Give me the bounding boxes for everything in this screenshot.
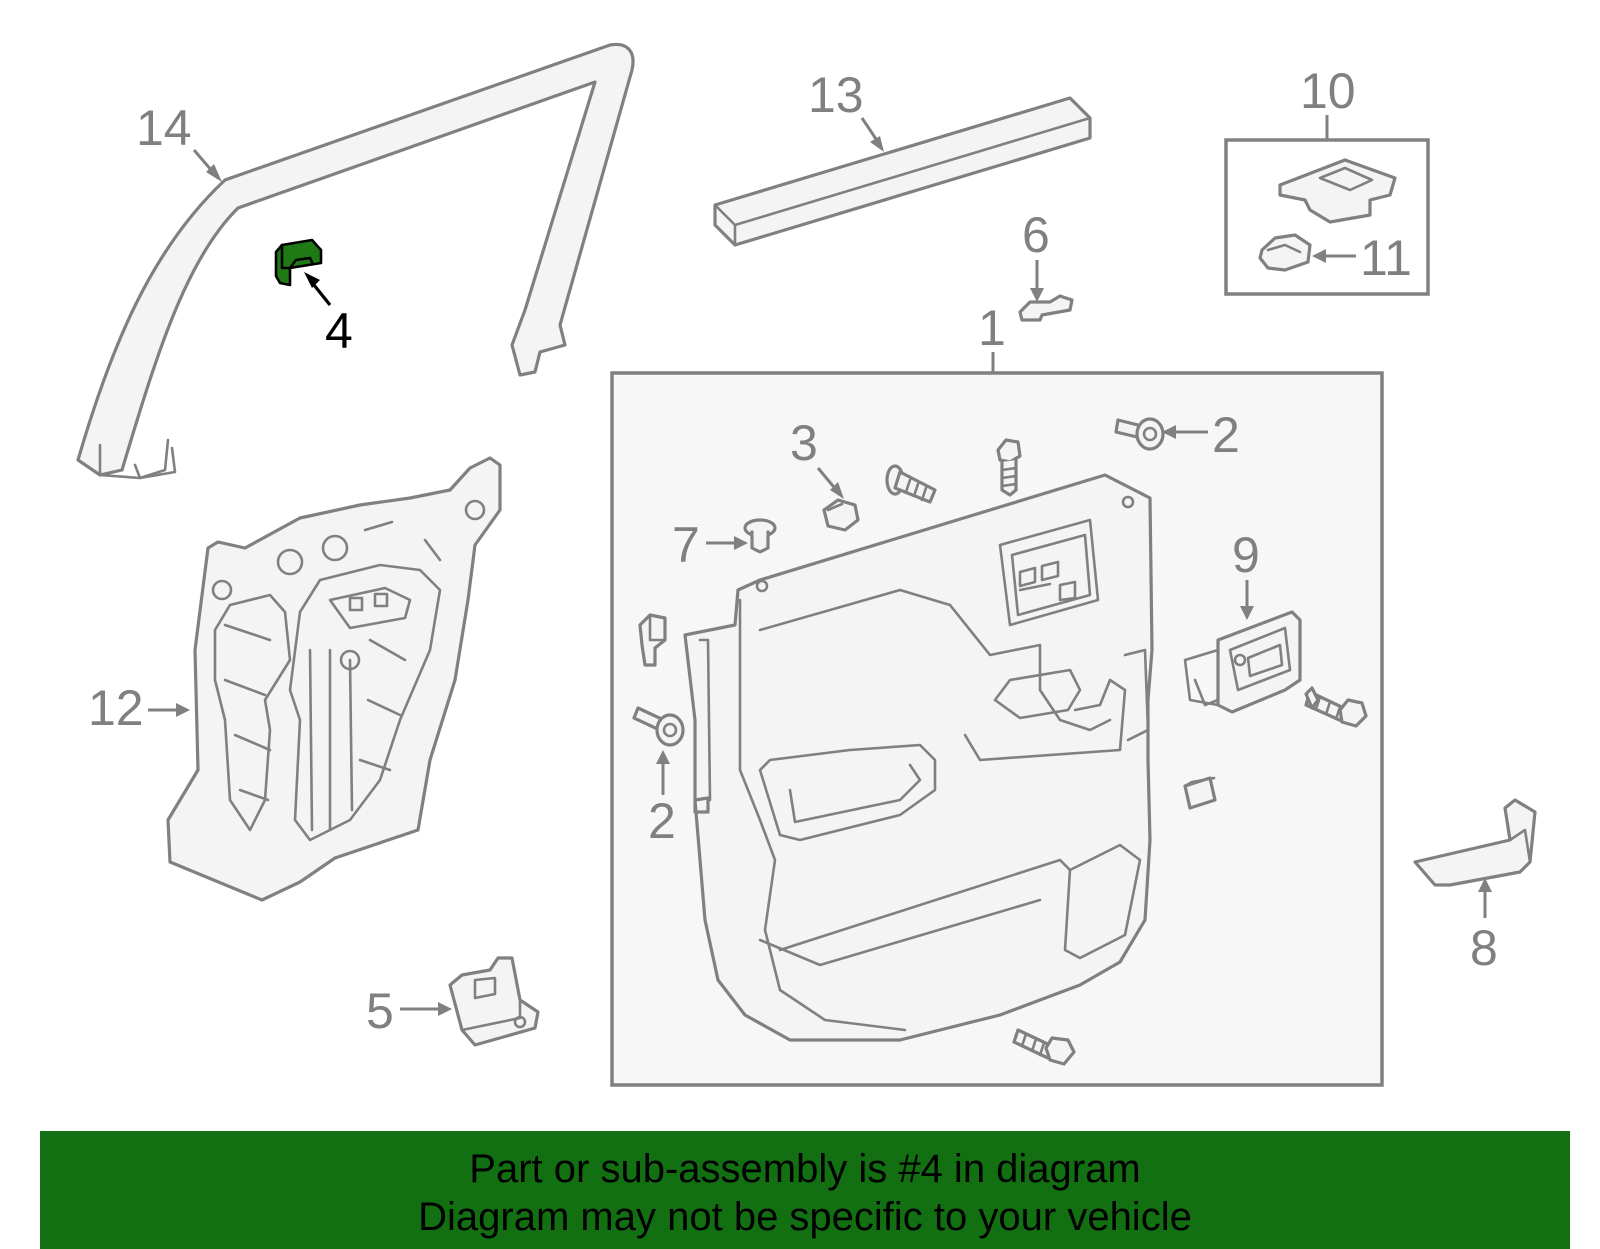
part-12-door-inner-panel[interactable] — [166, 456, 502, 902]
part-7-push-clip[interactable] — [743, 518, 777, 554]
callout-14: 14 — [136, 100, 222, 182]
callout-label-11: 11 — [1360, 230, 1412, 286]
callout-label-14: 14 — [136, 100, 192, 156]
part-2-screw-top[interactable] — [1114, 417, 1165, 451]
door-trim-panel[interactable] — [683, 473, 1154, 1042]
part-4-clip-highlighted[interactable] — [274, 238, 323, 287]
callout-6: 6 — [1022, 207, 1050, 302]
part-8-trim-strip[interactable] — [1413, 798, 1537, 887]
callout-1: 1 — [978, 300, 1006, 373]
callout-label-2b: 2 — [648, 793, 676, 849]
banner-line-2: Diagram may not be specific to your vehi… — [418, 1195, 1192, 1239]
callout-10: 10 — [1300, 63, 1356, 140]
callout-3: 3 — [790, 415, 844, 499]
part-9-inside-handle[interactable] — [1183, 610, 1302, 714]
bolt-top[interactable] — [996, 438, 1022, 497]
callout-11: 11 — [1312, 230, 1412, 286]
callout-label-12: 12 — [88, 680, 144, 736]
callout-label-10: 10 — [1300, 63, 1356, 119]
callout-4: 4 — [304, 272, 353, 359]
callout-label-7: 7 — [672, 517, 700, 573]
part-5-bracket[interactable] — [448, 956, 540, 1047]
bolt-bottom[interactable] — [1012, 1028, 1076, 1066]
callout-label-9: 9 — [1232, 527, 1260, 583]
callout-label-3: 3 — [790, 415, 818, 471]
callout-label-6: 6 — [1022, 207, 1050, 263]
part-3-nut[interactable] — [822, 498, 860, 532]
callout-label-8: 8 — [1470, 920, 1498, 976]
callout-2-left: 2 — [648, 750, 676, 849]
callout-7: 7 — [672, 517, 748, 573]
callout-label-4: 4 — [325, 303, 353, 359]
callout-2-top: 2 — [1162, 407, 1240, 463]
trim-clip-right[interactable] — [1183, 776, 1217, 810]
callout-label-2a: 2 — [1212, 407, 1240, 463]
part-6-clip[interactable] — [1018, 294, 1074, 322]
callout-12: 12 — [88, 680, 190, 736]
part-14-window-molding[interactable] — [76, 42, 635, 480]
part-13-weatherstrip[interactable] — [713, 96, 1092, 247]
box-10-switch-assembly[interactable] — [1224, 138, 1430, 296]
callout-5: 5 — [366, 983, 452, 1039]
callout-13: 13 — [808, 67, 884, 152]
callout-8: 8 — [1470, 878, 1498, 976]
callout-label-13: 13 — [808, 67, 864, 123]
trim-clip-left[interactable] — [638, 613, 667, 667]
banner-line-1: Part or sub-assembly is #4 in diagram — [469, 1147, 1141, 1191]
callout-9: 9 — [1232, 527, 1260, 620]
bolt-right[interactable] — [1304, 686, 1368, 728]
screw-top-1[interactable] — [885, 464, 937, 504]
part-2-screw-left[interactable] — [632, 706, 685, 747]
info-banner: Part or sub-assembly is #4 in diagram Di… — [40, 1131, 1570, 1249]
callout-label-5: 5 — [366, 983, 394, 1039]
callout-label-1: 1 — [978, 300, 1006, 356]
